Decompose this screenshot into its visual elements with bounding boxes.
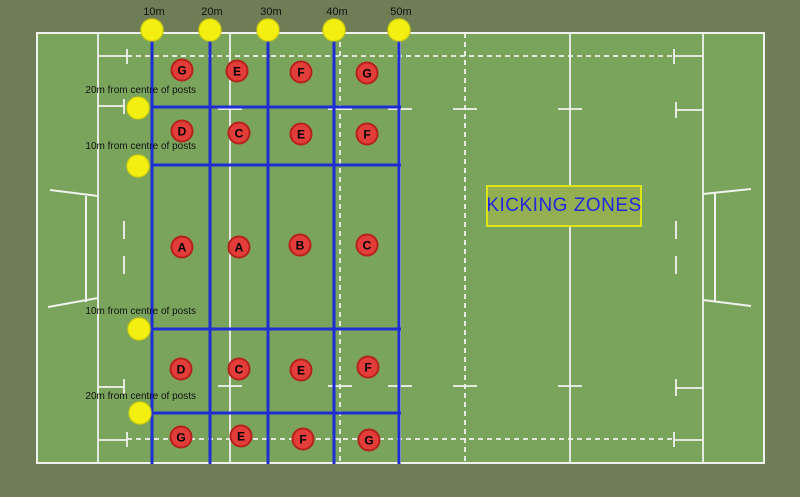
marker-dot-20m-posts-top <box>126 96 150 120</box>
zone-badge: E <box>225 59 249 83</box>
zone-badge: C <box>227 121 251 145</box>
zone-badge: E <box>229 424 253 448</box>
zone-badge: G <box>357 428 381 452</box>
kicking-zones-legend-box: KICKING ZONES <box>486 185 642 227</box>
zone-badge: G <box>170 58 194 82</box>
marker-dot-10m <box>140 18 164 42</box>
distance-label-20m: 20m <box>201 6 223 18</box>
posts-distance-label-20m-top: 20m from centre of posts <box>85 85 196 96</box>
zone-badge: G <box>169 425 193 449</box>
zone-badge: D <box>169 357 193 381</box>
marker-dot-30m <box>256 18 280 42</box>
marker-dot-40m <box>322 18 346 42</box>
zone-badge: E <box>289 358 313 382</box>
distance-label-10m: 10m <box>143 6 165 18</box>
distance-label-30m: 30m <box>260 6 282 18</box>
kicking-zones-title: KICKING ZONES <box>486 195 642 216</box>
marker-dot-10m-posts-top <box>126 154 150 178</box>
posts-distance-label-10m-top: 10m from centre of posts <box>85 141 196 152</box>
zone-badge: E <box>289 122 313 146</box>
hash-marks <box>98 49 703 447</box>
zone-badge: F <box>289 60 313 84</box>
goal-posts-right <box>702 188 752 307</box>
zone-badge: A <box>227 235 251 259</box>
zone-badge: B <box>288 233 312 257</box>
distance-label-50m: 50m <box>390 6 412 18</box>
marker-dot-50m <box>387 18 411 42</box>
zone-badge: D <box>170 119 194 143</box>
goal-posts-left <box>47 189 99 308</box>
zone-badge: F <box>291 427 315 451</box>
posts-distance-label-10m-bottom: 10m from centre of posts <box>85 306 196 317</box>
marker-dot-20m-posts-bottom <box>128 401 152 425</box>
kicking-grid <box>150 33 401 464</box>
zone-badge: C <box>355 233 379 257</box>
distance-label-40m: 40m <box>326 6 348 18</box>
posts-distance-label-20m-bottom: 20m from centre of posts <box>85 391 196 402</box>
marker-dot-10m-posts-bottom <box>127 317 151 341</box>
zone-badge: F <box>355 122 379 146</box>
zone-badge: F <box>356 355 380 379</box>
zone-badge: A <box>170 235 194 259</box>
zone-badge: C <box>227 357 251 381</box>
zone-badge: G <box>355 61 379 85</box>
marker-dot-20m <box>198 18 222 42</box>
